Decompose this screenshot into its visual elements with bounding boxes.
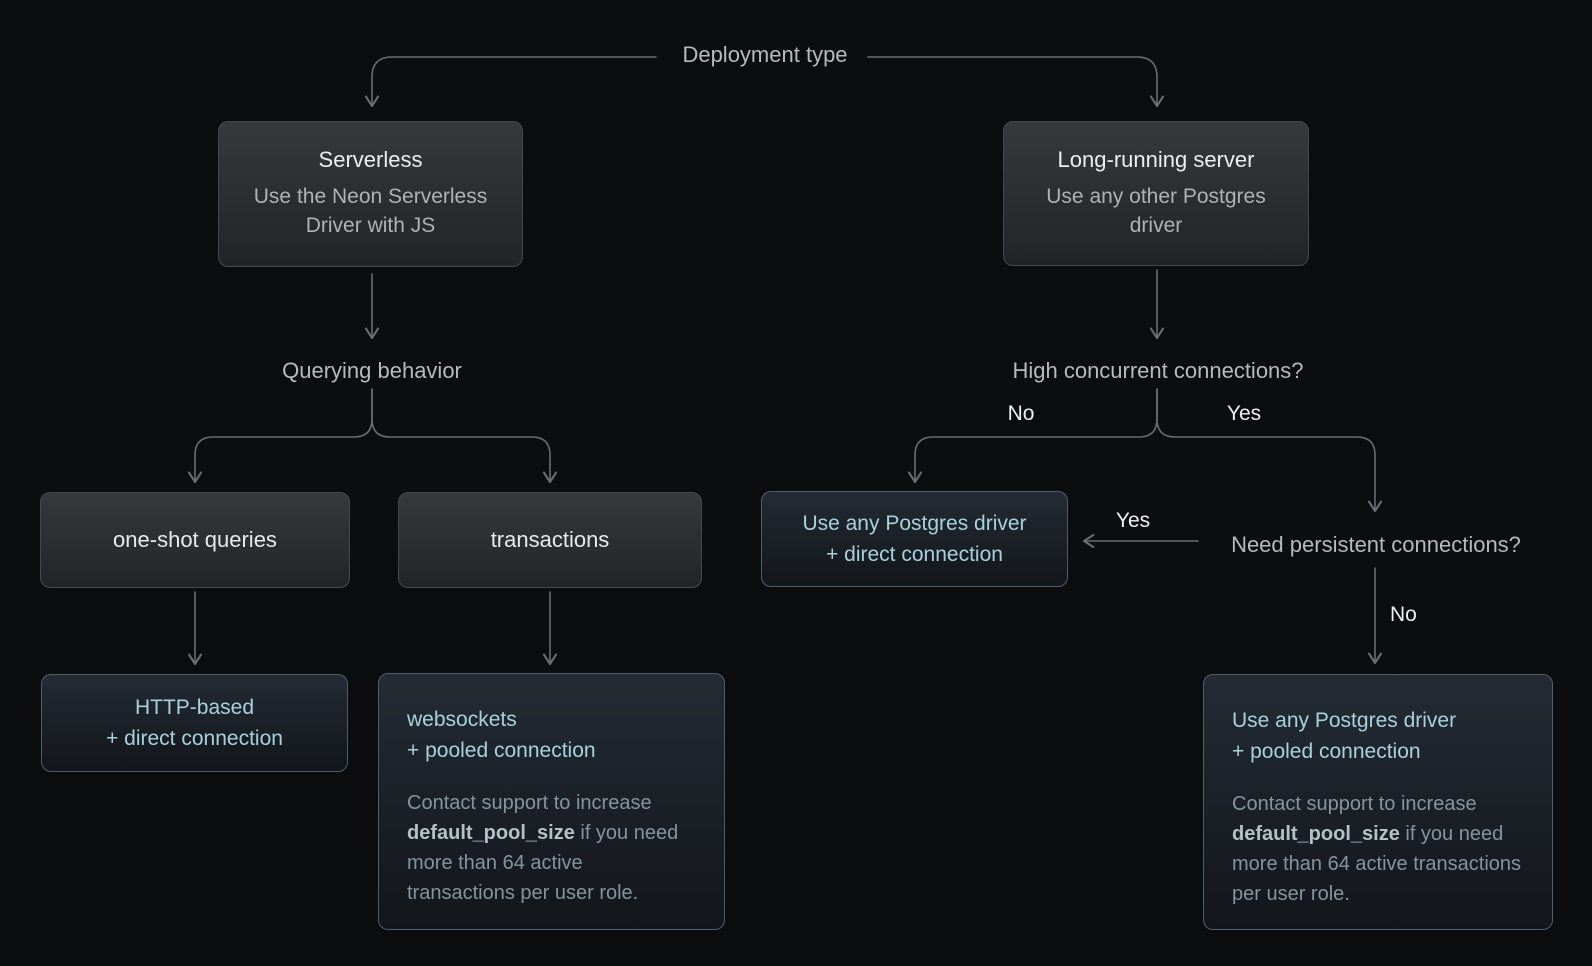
connector-highconcurrent-yes-to-needpersistent — [1156, 388, 1383, 513]
result-http-line1: HTTP-based — [134, 695, 255, 719]
result-any-pooled-line2: + pooled connection — [1232, 740, 1421, 764]
note-pre: Contact support to increase — [1232, 793, 1477, 816]
result-websockets-pooled-connection: websockets + pooled connection Contact s… — [378, 673, 725, 930]
node-long-running-subtitle: Use any other Postgres driver — [1046, 184, 1266, 237]
note-pre: Contact support to increase — [407, 792, 652, 815]
result-websockets-note: Contact support to increase default_pool… — [407, 788, 696, 908]
result-any-driver-pooled-connection: Use any Postgres driver + pooled connect… — [1203, 674, 1553, 930]
question-need-persistent-connections: Need persistent connections? — [1231, 532, 1521, 557]
node-serverless: Serverless Use the Neon Serverless Drive… — [218, 121, 523, 267]
connector-root-to-longrunning — [867, 56, 1165, 108]
note-default-pool-size: default_pool_size — [1232, 823, 1400, 846]
node-transactions: transactions — [398, 492, 702, 588]
connector-querying-to-oneshot — [187, 388, 373, 484]
connector-root-to-serverless — [364, 56, 657, 108]
note-post: if you need more than 64 active transact… — [1232, 823, 1522, 906]
result-any-direct-line1: Use any Postgres driver — [802, 511, 1027, 535]
note-post: if you need more than 64 active transact… — [407, 822, 679, 905]
result-http-direct-connection: HTTP-based + direct connection — [41, 674, 348, 772]
result-any-direct-line2: + direct connection — [826, 543, 1003, 566]
node-one-shot-queries: one-shot queries — [40, 492, 350, 588]
result-any-pooled-note: Contact support to increase default_pool… — [1232, 789, 1524, 909]
root-label-deployment-type: Deployment type — [682, 42, 848, 67]
note-default-pool-size: default_pool_size — [407, 822, 575, 845]
connector-querying-to-transactions — [371, 388, 558, 484]
node-serverless-subtitle: Use the Neon Serverless Driver with JS — [253, 185, 488, 237]
node-transactions-label: transactions — [490, 527, 610, 552]
result-websockets-line1: websockets — [407, 708, 517, 731]
question-high-concurrent-connections: High concurrent connections? — [1012, 358, 1304, 383]
connector-highconcurrent-no-to-anydirect — [907, 388, 1158, 484]
result-any-driver-direct-connection: Use any Postgres driver + direct connect… — [761, 491, 1068, 587]
node-long-running-server: Long-running server Use any other Postgr… — [1003, 121, 1309, 266]
question-querying-behavior: Querying behavior — [282, 358, 462, 383]
result-any-pooled-line1: Use any Postgres driver — [1232, 709, 1457, 732]
result-websockets-line2: + pooled connection — [407, 739, 596, 763]
branch-label-yes-need-persistent: Yes — [1115, 509, 1151, 532]
branch-label-no-need-persistent: No — [1390, 603, 1417, 626]
node-one-shot-queries-label: one-shot queries — [113, 527, 277, 552]
result-http-line2: + direct connection — [106, 727, 283, 750]
branch-label-no-high-concurrent: No — [1007, 402, 1035, 425]
node-serverless-title: Serverless — [318, 147, 423, 173]
branch-label-yes-high-concurrent: Yes — [1226, 402, 1262, 425]
node-long-running-title: Long-running server — [1057, 146, 1255, 172]
